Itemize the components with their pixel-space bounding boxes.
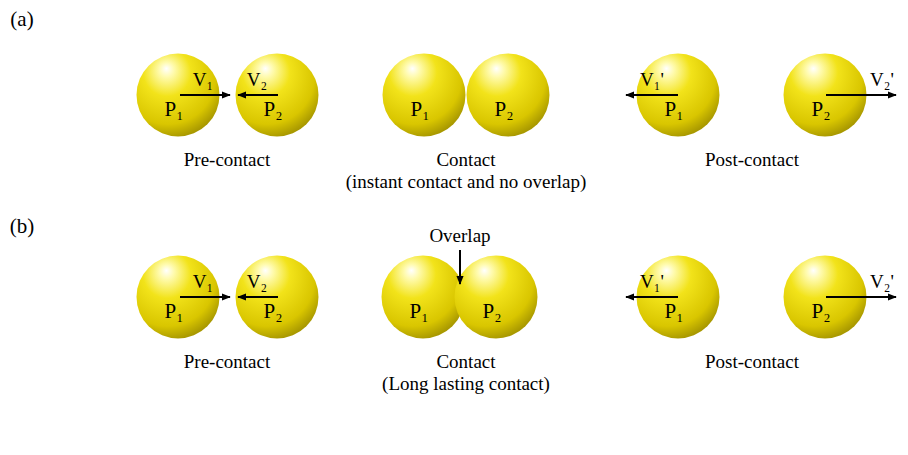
particle-label: P₂: [811, 99, 830, 120]
stage-caption: Contact: [436, 352, 495, 373]
particle-label: P₁: [410, 99, 429, 120]
stage-caption: Contact: [436, 150, 495, 171]
particle-label: P₂: [811, 301, 830, 322]
particle-label: P₁: [664, 301, 683, 322]
particle-sphere: P₂: [454, 255, 538, 339]
velocity-label: V₁: [193, 272, 213, 293]
velocity-arrow: [626, 296, 678, 298]
particle-label: P₂: [482, 301, 501, 322]
sphere-shape: [466, 53, 550, 137]
stage-caption: Pre-contact: [184, 352, 271, 373]
velocity-arrow: [826, 94, 896, 96]
velocity-label: V₂': [870, 272, 894, 293]
velocity-arrow: [180, 296, 230, 298]
velocity-label: V₁': [640, 272, 664, 293]
stage-caption: (instant contact and no overlap): [346, 172, 587, 193]
velocity-label: V₁': [640, 70, 664, 91]
velocity-label: V₂': [870, 70, 894, 91]
velocity-label: V₁: [193, 70, 213, 91]
stage-caption: Pre-contact: [184, 150, 271, 171]
particle-label: P₁: [664, 99, 683, 120]
velocity-arrow: [180, 94, 230, 96]
stage-caption: (Long lasting contact): [382, 374, 550, 395]
particle-label: P₂: [494, 99, 513, 120]
velocity-arrow: [826, 296, 896, 298]
particle-sphere: P₁: [382, 53, 466, 137]
particle-sphere: P₁: [381, 255, 465, 339]
leader-arrow: [459, 250, 461, 284]
particle-sphere: P₂: [466, 53, 550, 137]
sphere-shape: [382, 53, 466, 137]
sphere-shape: [454, 255, 538, 339]
panel-tag: (b): [10, 215, 35, 238]
sphere-shape: [381, 255, 465, 339]
velocity-label: V₂: [247, 272, 267, 293]
velocity-arrow: [238, 296, 278, 298]
particle-label: P₂: [263, 99, 282, 120]
velocity-label: V₂: [247, 70, 267, 91]
velocity-arrow: [238, 94, 278, 96]
callout-label: Overlap: [429, 226, 490, 247]
stage-caption: Post-contact: [705, 352, 799, 373]
stage-caption: Post-contact: [705, 150, 799, 171]
particle-label: P₁: [164, 301, 183, 322]
panel-tag: (a): [10, 8, 33, 31]
particle-label: P₁: [409, 301, 428, 322]
particle-label: P₁: [164, 99, 183, 120]
velocity-arrow: [626, 94, 678, 96]
particle-label: P₂: [263, 301, 282, 322]
